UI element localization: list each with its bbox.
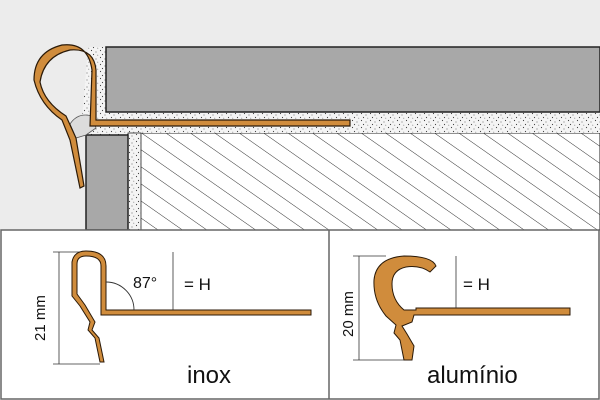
aluminio-panel: 20 mm = H alumínio — [340, 255, 571, 389]
inox-angle-label: 87° — [133, 275, 157, 292]
inox-angle-arc — [105, 281, 135, 311]
grout-blob — [69, 114, 97, 139]
inox-h-label: = H — [184, 275, 211, 294]
aluminio-h-label: = H — [463, 275, 490, 294]
inox-height-label: 21 mm — [32, 295, 49, 341]
aluminio-height-label: 20 mm — [340, 291, 357, 337]
wall-tile — [85, 134, 129, 231]
installed-edge-profile — [33, 44, 351, 189]
mortar-joint-left — [93, 48, 108, 112]
inox-panel: 21 mm 87° = H inox — [32, 250, 312, 389]
mortar-layer-vertical — [127, 132, 142, 231]
aluminio-material-label: alumínio — [427, 362, 518, 389]
substrate-hatched — [139, 132, 600, 231]
inox-material-label: inox — [187, 362, 231, 389]
installation-section — [0, 0, 600, 231]
aluminio-profile — [373, 255, 571, 361]
inox-profile — [71, 250, 312, 363]
top-tile — [105, 46, 600, 113]
